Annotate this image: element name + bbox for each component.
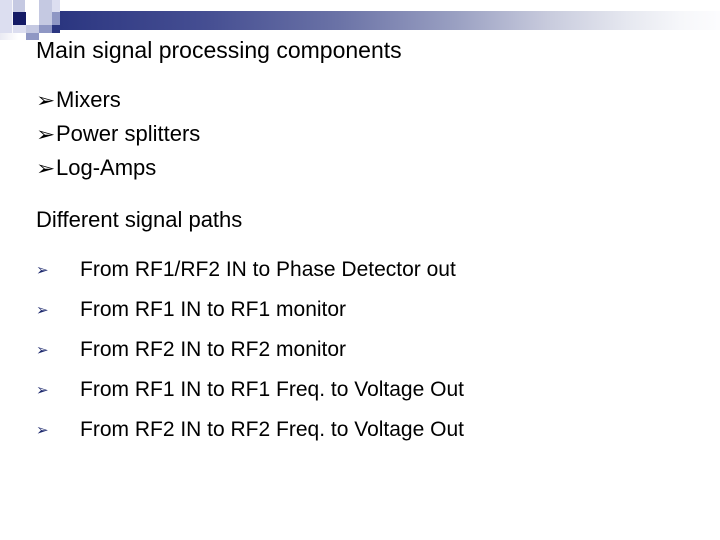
arrow-bullet-icon: ➢ bbox=[36, 301, 49, 319]
deco-square bbox=[39, 0, 52, 12]
deco-square bbox=[0, 12, 12, 25]
section-heading: Different signal paths bbox=[36, 207, 243, 232]
list-item: ➢ From RF2 IN to RF2 monitor bbox=[36, 330, 696, 370]
list-item-label: From RF2 IN to RF2 monitor bbox=[80, 338, 347, 361]
list-item: ➢Mixers bbox=[36, 83, 696, 117]
header-gradient-bar bbox=[60, 11, 720, 30]
deco-square bbox=[13, 0, 25, 12]
list-item-label: Mixers bbox=[56, 87, 121, 112]
list-item: ➢ From RF1/RF2 IN to Phase Detector out bbox=[36, 250, 696, 290]
signal-paths-list: ➢ From RF1/RF2 IN to Phase Detector out ➢… bbox=[36, 250, 696, 450]
list-item-label: From RF1 IN to RF1 Freq. to Voltage Out bbox=[80, 378, 464, 401]
deco-square-accent bbox=[13, 12, 26, 25]
deco-square bbox=[0, 0, 12, 12]
list-item: ➢ From RF2 IN to RF2 Freq. to Voltage Out bbox=[36, 410, 696, 450]
deco-square bbox=[52, 25, 60, 33]
components-list: ➢Mixers ➢Power splitters ➢Log-Amps bbox=[36, 83, 696, 185]
deco-square bbox=[26, 25, 39, 33]
list-item: ➢ From RF1 IN to RF1 monitor bbox=[36, 290, 696, 330]
list-item-label: Log-Amps bbox=[56, 155, 157, 180]
slide-title: Main signal processing components bbox=[36, 37, 402, 63]
arrow-bullet-icon: ➢ bbox=[36, 156, 56, 180]
list-item: ➢Log-Amps bbox=[36, 151, 696, 185]
list-item: ➢Power splitters bbox=[36, 117, 696, 151]
arrow-bullet-icon: ➢ bbox=[36, 122, 56, 146]
deco-square bbox=[13, 25, 26, 33]
list-item-label: From RF2 IN to RF2 Freq. to Voltage Out bbox=[80, 418, 464, 441]
arrow-bullet-icon: ➢ bbox=[36, 261, 49, 279]
list-item-label: Power splitters bbox=[56, 121, 201, 146]
list-item-label: From RF1 IN to RF1 monitor bbox=[80, 298, 347, 321]
deco-square bbox=[52, 0, 60, 12]
list-item-label: From RF1/RF2 IN to Phase Detector out bbox=[80, 258, 456, 281]
deco-square bbox=[39, 25, 52, 33]
deco-square bbox=[39, 12, 52, 25]
deco-square bbox=[0, 25, 12, 33]
arrow-bullet-icon: ➢ bbox=[36, 88, 56, 112]
arrow-bullet-icon: ➢ bbox=[36, 421, 49, 439]
slide-header-decoration bbox=[0, 0, 720, 40]
deco-square bbox=[26, 33, 39, 40]
list-item: ➢ From RF1 IN to RF1 Freq. to Voltage Out bbox=[36, 370, 696, 410]
arrow-bullet-icon: ➢ bbox=[36, 381, 49, 399]
arrow-bullet-icon: ➢ bbox=[36, 341, 49, 359]
deco-square bbox=[52, 12, 60, 25]
